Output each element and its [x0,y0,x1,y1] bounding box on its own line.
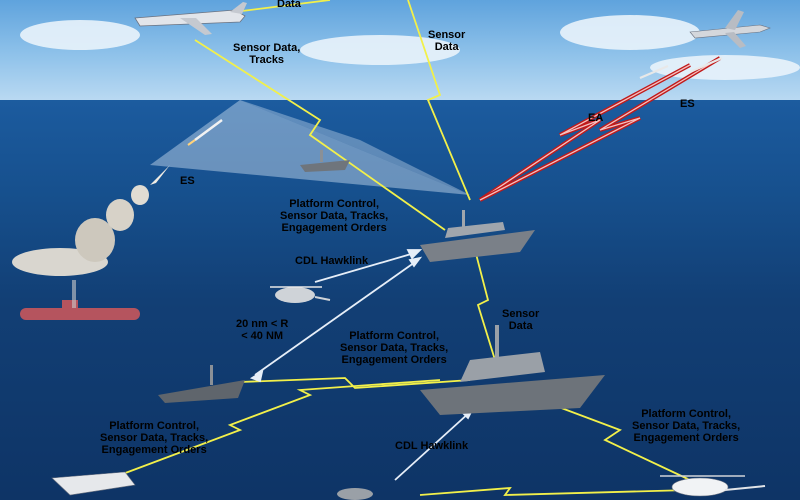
label-line: 20 nm < R < 40 NM [236,318,289,342]
threat-beam-es [479,56,722,202]
datalink-top-sensor-data [407,0,471,201]
helicopter-icon [270,286,331,303]
label-sensor-data-middle: Sensor Data [502,308,539,332]
missile-icon [187,118,223,146]
datalink-ship-to-ucav [119,379,441,476]
destroyer-ship-icon [420,325,605,415]
helicopter-icon [337,488,373,500]
label-line: Platform Control, Sensor Data, Tracks, E… [100,420,209,456]
label-data-top: Data [277,0,301,10]
label-line: Sensor Data [502,308,540,332]
unmanned-helicopter-icon [660,475,766,497]
incoming-missile-icon [639,56,723,80]
datalink-bottom [419,486,691,496]
label-platform-control-top: Platform Control, Sensor Data, Tracks, E… [280,198,388,234]
distant-ship-icon [300,150,350,172]
label-sensor-data-tracks: Sensor Data, Tracks [233,42,300,66]
destroyer-ship-icon [420,210,535,262]
threat-beam-ea [478,63,691,202]
cloud [300,35,460,65]
cloud [560,15,700,50]
label-line: Platform Control, Sensor Data, Tracks, E… [280,198,389,234]
submarine-icon [20,280,140,320]
range-link [249,256,423,383]
datalink-ship-to-ship [474,249,496,361]
label-es-left: ES [180,175,195,187]
fighter-jet-icon [689,10,771,48]
cdl-hawklink-top [314,249,423,283]
unmanned-surface-vessel-icon [158,365,245,403]
label-line: Sensor Data, Tracks [233,42,301,66]
cloud [20,20,140,50]
label-cdl-hawklink-top: CDL Hawklink [295,255,369,267]
datalink-aircraft-to-ship [194,39,446,231]
label-line: Sensor Data [428,29,466,53]
label-platform-control-middle: Platform Control, Sensor Data, Tracks, E… [340,330,448,366]
label-platform-control-right: Platform Control, Sensor Data, Tracks, E… [632,408,740,444]
missile-launch-plume [12,165,170,276]
label-ea: EA [588,112,604,124]
datalink-ship-to-usv [239,377,471,389]
ucav-drone-icon [51,471,136,496]
label-line: Platform Control, Sensor Data, Tracks, E… [340,330,449,366]
sensor-coverage-cone [150,100,470,195]
label-cdl-hawklink-bottom: CDL Hawklink [395,440,469,452]
label-es-right: ES [680,98,695,110]
patrol-aircraft-icon [134,2,247,35]
sensor-coverage-cone [240,100,470,195]
cloud [650,55,800,80]
label-line: Platform Control, Sensor Data, Tracks, E… [632,408,741,444]
label-platform-control-left: Platform Control, Sensor Data, Tracks, E… [100,420,208,456]
label-range: 20 nm < R < 40 NM [236,318,288,342]
datalink-ship-to-uav-helo [539,399,691,481]
label-sensor-data-top-right: Sensor Data [428,29,465,53]
